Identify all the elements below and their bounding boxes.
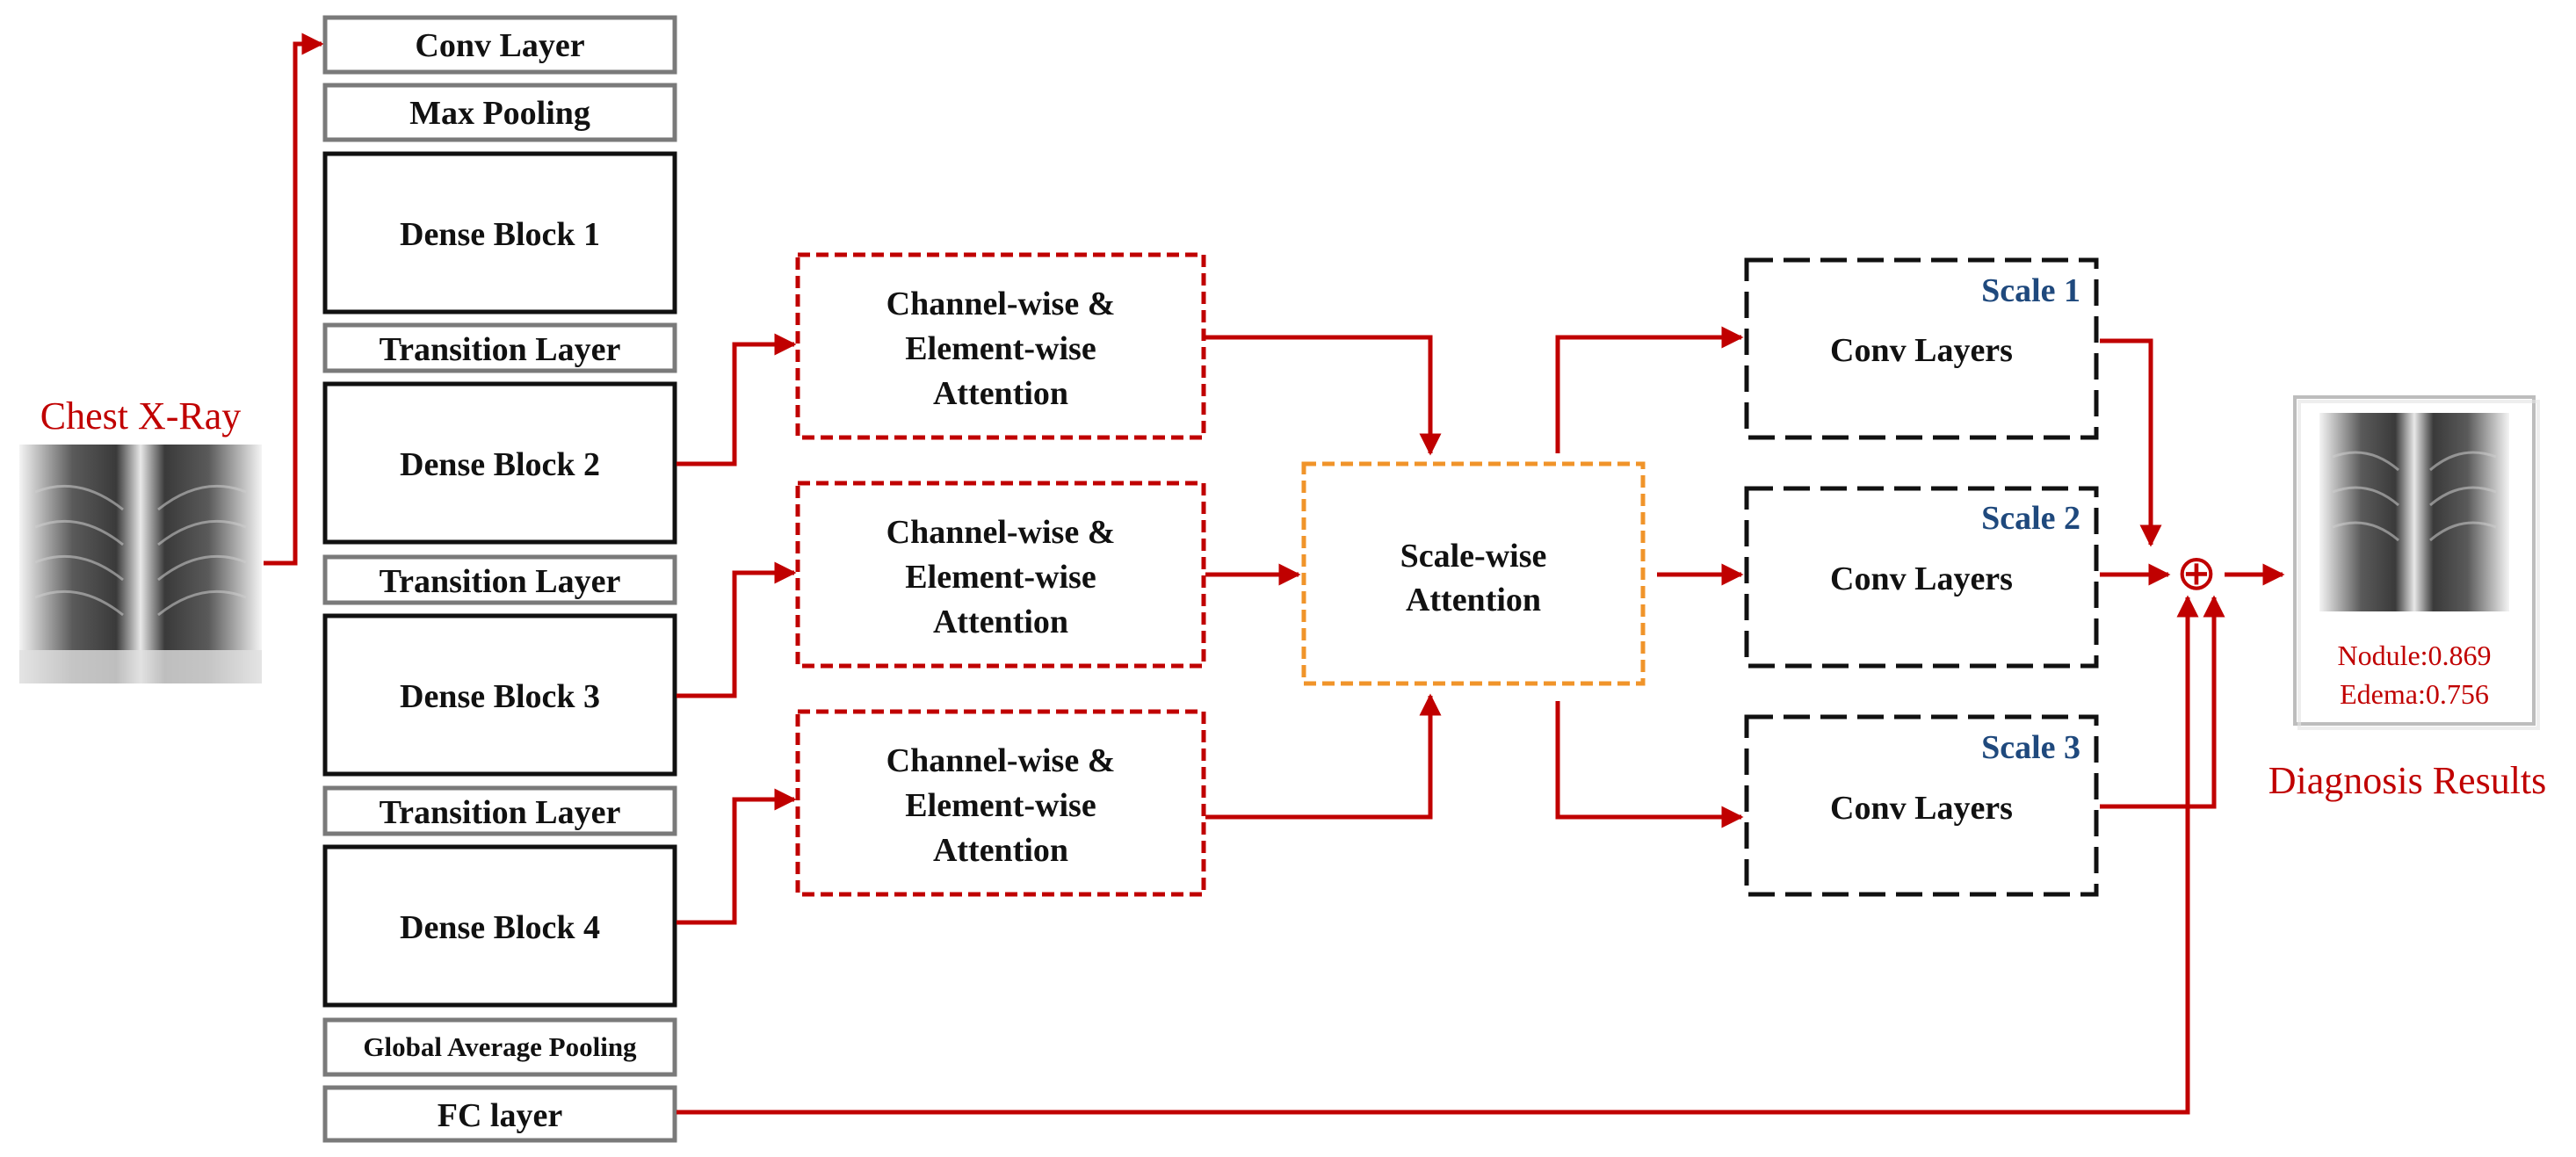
attention-3-line2: Element-wise — [905, 787, 1096, 824]
arrow-db4-to-attn3 — [677, 788, 797, 925]
connectors — [264, 33, 2285, 1115]
attention-module-2: Channel-wise & Element-wise Attention — [795, 481, 1206, 669]
arrow-db2-to-attn1 — [677, 333, 797, 466]
fusion-symbol: ⊕ — [2176, 545, 2218, 602]
arrow-fc-to-fusion — [677, 595, 2199, 1115]
scale-wise-attention: Scale-wise Attention — [1301, 461, 1646, 686]
scale-1-label: Conv Layers — [1830, 332, 2013, 369]
scale-attention-line2: Attention — [1406, 582, 1541, 618]
chest-xray-image — [19, 445, 262, 683]
arrow-input-to-conv — [264, 33, 324, 566]
attention-1-line2: Element-wise — [905, 330, 1096, 367]
dense-block-3-label: Dense Block 3 — [400, 678, 600, 715]
max-pooling-label: Max Pooling — [409, 95, 590, 132]
scale-1-tag: Scale 1 — [1981, 272, 2080, 309]
results-panel: Nodule:0.869 Edema:0.756 — [2293, 395, 2540, 730]
attention-1-line3: Attention — [933, 375, 1068, 412]
attention-2-line3: Attention — [933, 604, 1068, 640]
result-xray-image — [2319, 413, 2509, 611]
scale-3-label: Conv Layers — [1830, 790, 2013, 827]
transition-1-label: Transition Layer — [380, 331, 621, 368]
attention-3-line1: Channel-wise & — [886, 742, 1116, 779]
arrow-s1-to-fusion — [2100, 338, 2162, 547]
results-title: Diagnosis Results — [2268, 759, 2547, 802]
input-label: Chest X-Ray — [40, 394, 242, 437]
dense-block-4-label: Dense Block 4 — [400, 909, 600, 946]
conv-layer-label: Conv Layer — [415, 27, 584, 64]
scale-3-tag: Scale 3 — [1981, 729, 2080, 766]
attention-2-line2: Element-wise — [905, 559, 1096, 596]
scale-2-label: Conv Layers — [1830, 560, 2013, 597]
transition-2-label: Transition Layer — [380, 563, 621, 600]
attention-module-1: Channel-wise & Element-wise Attention — [795, 252, 1206, 440]
attention-1-line1: Channel-wise & — [886, 286, 1116, 322]
arrow-s3-to-fusion — [2100, 595, 2225, 809]
dense-block-1-label: Dense Block 1 — [400, 216, 600, 253]
arrow-attn3-to-scale — [1205, 693, 1442, 820]
global-avg-pooling-label: Global Average Pooling — [363, 1031, 637, 1062]
arrow-scale-to-s1 — [1555, 326, 1744, 453]
scale-2-box: Scale 2 Conv Layers — [1744, 486, 2099, 669]
backbone: Conv Layer Max Pooling Dense Block 1 Tra… — [322, 15, 677, 1143]
attention-3-line3: Attention — [933, 832, 1068, 869]
scale-3-box: Scale 3 Conv Layers — [1744, 714, 2099, 897]
scale-1-box: Scale 1 Conv Layers — [1744, 257, 2099, 440]
fc-layer-label: FC layer — [438, 1097, 563, 1134]
arrow-db3-to-attn2 — [677, 561, 797, 698]
arrow-attn1-to-scale — [1205, 335, 1442, 456]
result-nodule: Nodule:0.869 — [2337, 640, 2491, 671]
result-edema: Edema:0.756 — [2340, 678, 2489, 710]
dense-block-2-label: Dense Block 2 — [400, 446, 600, 483]
attention-module-3: Channel-wise & Element-wise Attention — [795, 709, 1206, 897]
scale-2-tag: Scale 2 — [1981, 500, 2080, 537]
arrow-scale-to-s3 — [1555, 701, 1744, 828]
transition-3-label: Transition Layer — [380, 794, 621, 831]
attention-2-line1: Channel-wise & — [886, 514, 1116, 551]
scale-attention-line1: Scale-wise — [1400, 538, 1547, 575]
